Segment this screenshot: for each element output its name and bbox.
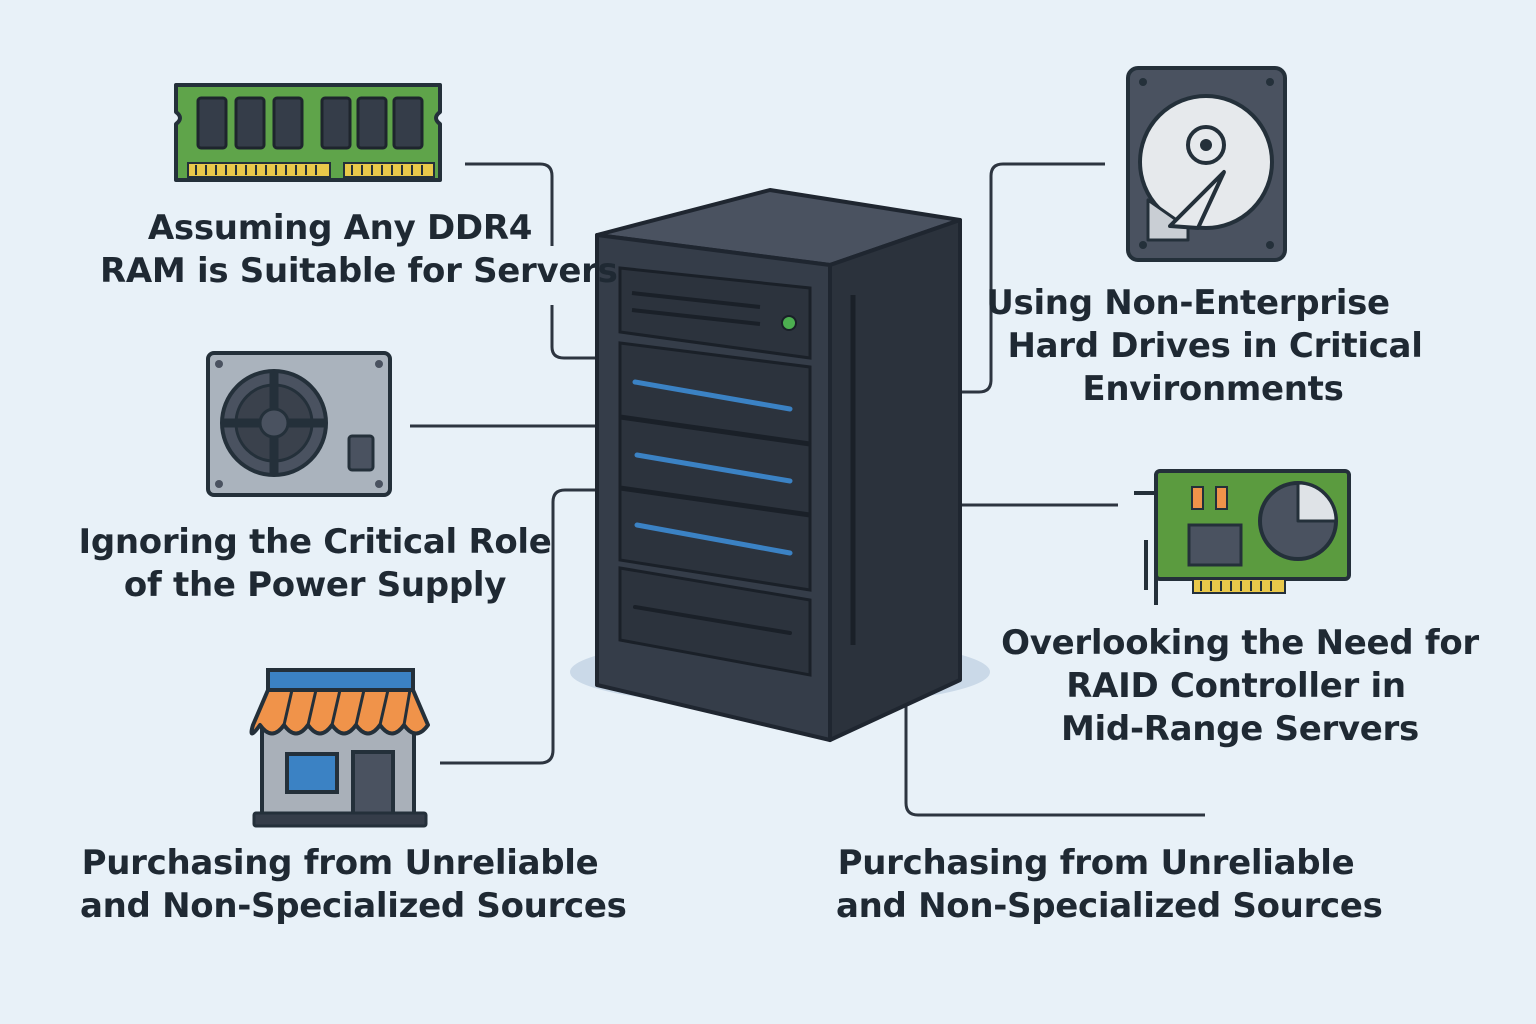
ram-chip <box>320 96 352 150</box>
ram-contacts <box>343 162 435 178</box>
store-sign <box>266 668 415 692</box>
label-raid: Overlooking the Need for RAID Controller… <box>1000 622 1480 751</box>
raid-capacitor <box>1191 486 1204 510</box>
hdd-screw <box>1139 241 1147 249</box>
storefront-icon <box>249 668 430 828</box>
ram-chip <box>272 96 304 150</box>
psu-fan-hub <box>258 407 290 439</box>
drive-light-3 <box>634 522 793 556</box>
bay-slot-line <box>633 605 792 635</box>
drive-light-2 <box>634 452 793 484</box>
label-line: Environments <box>1082 369 1344 409</box>
connector-store <box>440 488 598 765</box>
label-line: of the Power Supply <box>123 565 507 605</box>
label-line: RAM is Suitable for Servers <box>100 251 618 291</box>
connector-ram <box>465 162 554 246</box>
label-line: Purchasing from Unreliable <box>837 843 1355 883</box>
hard-drive-icon <box>1126 66 1287 262</box>
raid-chip <box>1187 523 1243 567</box>
raid-capacitor <box>1215 486 1228 510</box>
label-store: Purchasing from Unreliable and Non-Speci… <box>80 842 627 928</box>
store-window <box>285 752 339 794</box>
ram-chip <box>196 96 228 150</box>
drive-bay-1 <box>618 341 812 445</box>
psu-screw <box>215 480 223 488</box>
ram-chip <box>392 96 424 150</box>
server-tower-icon <box>570 188 990 742</box>
hdd-spindle-center <box>1200 139 1212 151</box>
store-awning <box>249 688 430 736</box>
vent-line <box>631 308 761 326</box>
psu-screw <box>375 360 383 368</box>
psu-screw <box>215 360 223 368</box>
vent-line <box>631 291 761 309</box>
label-line: Purchasing from Unreliable <box>81 843 599 883</box>
power-supply-icon <box>206 351 392 497</box>
label-line: Overlooking the Need for <box>1001 623 1479 663</box>
store-door <box>351 750 395 817</box>
server-top-panel <box>618 266 812 360</box>
connector-sources <box>904 688 1205 817</box>
label-hdd: Using Non-Enterprise Hard Drives in Crit… <box>980 282 1450 411</box>
label-line: Ignoring the Critical Role <box>78 522 552 562</box>
label-sources: Purchasing from Unreliable and Non-Speci… <box>836 842 1383 928</box>
ram-chip <box>356 96 388 150</box>
store-base <box>252 811 428 828</box>
label-line: RAID Controller in <box>1066 666 1406 706</box>
hdd-screw <box>1266 241 1274 249</box>
power-led <box>781 315 797 331</box>
ram-module-icon <box>174 83 442 182</box>
drive-light-1 <box>632 379 793 412</box>
label-line: and Non-Specialized Sources <box>836 886 1383 926</box>
label-ram: Assuming Any DDR4 RAM is Suitable for Se… <box>100 207 618 293</box>
label-psu: Ignoring the Critical Role of the Power … <box>75 521 555 607</box>
label-line: Using Non-Enterprise <box>986 283 1390 323</box>
label-line: Hard Drives in Critical <box>1007 326 1423 366</box>
label-line: and Non-Specialized Sources <box>80 886 627 926</box>
ram-contact-pins <box>195 165 423 175</box>
ram-chip <box>234 96 266 150</box>
label-line: Mid-Range Servers <box>1061 709 1419 749</box>
hdd-read-arm <box>1168 170 1226 230</box>
raid-contact-pins <box>1200 581 1272 591</box>
connector-hdd <box>960 162 1105 394</box>
awning-stripes <box>282 689 412 726</box>
raid-fan-segment <box>1296 481 1338 523</box>
hdd-screw <box>1139 78 1147 86</box>
hdd-screw <box>1266 78 1274 86</box>
label-line: Assuming Any DDR4 <box>147 208 533 248</box>
raid-controller-card-icon <box>1134 469 1351 605</box>
psu-switch <box>347 434 375 472</box>
connector-ram-server <box>550 305 598 360</box>
connector-lines <box>410 162 1205 817</box>
ram-contacts <box>187 162 331 178</box>
psu-screw <box>375 480 383 488</box>
